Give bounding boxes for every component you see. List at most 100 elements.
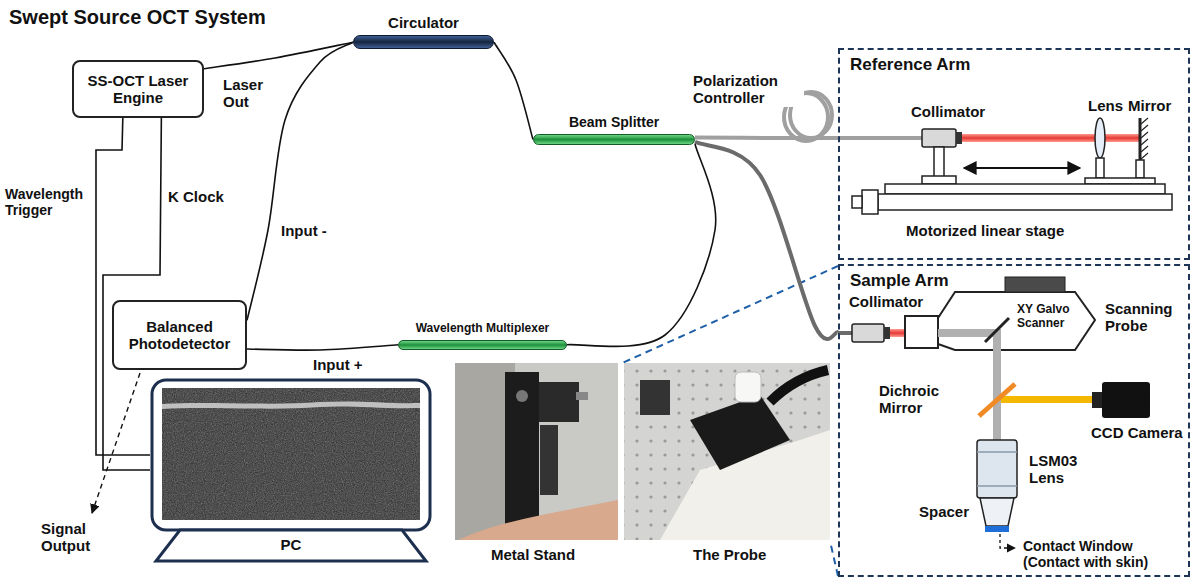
fiber-connector bbox=[247, 345, 398, 350]
edge-label: Input + bbox=[312, 356, 364, 373]
part-label: Signal Output bbox=[40, 520, 112, 555]
shape-rect bbox=[576, 392, 588, 400]
laser-engine-box: SS-OCT Laser Engine bbox=[72, 60, 204, 118]
part-label: XY Galvo Scanner bbox=[1016, 303, 1080, 331]
fiber-connector bbox=[567, 144, 716, 346]
shape-rect bbox=[885, 184, 1165, 194]
part-label: Contact Window (Contact with skin) bbox=[1022, 538, 1169, 570]
signal-wire bbox=[96, 118, 150, 455]
shape-rect bbox=[934, 147, 944, 178]
node-label: Sample Arm bbox=[850, 271, 949, 291]
circulator-body bbox=[353, 35, 494, 49]
shape-path bbox=[770, 370, 828, 402]
node-label: Wavelength Multiplexer bbox=[398, 322, 567, 336]
shape-rect bbox=[878, 194, 1172, 210]
wavelength-multiplexer: Wavelength Multiplexer bbox=[398, 322, 567, 350]
shape-rect bbox=[1001, 396, 1092, 403]
shape-rect bbox=[540, 425, 558, 495]
shape-rect bbox=[993, 329, 1001, 440]
shape-line bbox=[985, 318, 1009, 342]
part-label: Dichroic Mirror bbox=[878, 382, 975, 417]
shape-line bbox=[620, 266, 838, 364]
shape-rect bbox=[162, 388, 420, 520]
shape-line bbox=[977, 485, 1017, 487]
edge-label: Wavelength Trigger bbox=[4, 186, 92, 218]
shape-rect bbox=[1085, 178, 1155, 184]
shape-rect bbox=[890, 329, 905, 337]
shape-rect bbox=[1005, 277, 1065, 292]
shape-line bbox=[830, 541, 838, 576]
shape-rect bbox=[956, 132, 962, 144]
shape-path bbox=[1000, 534, 1015, 548]
wavelength-multiplexer-body bbox=[398, 340, 567, 350]
beam-splitter: Beam Splitter bbox=[533, 114, 695, 145]
edge-label: Input - bbox=[280, 222, 328, 239]
shape-rect bbox=[624, 363, 830, 540]
probe-photo bbox=[624, 363, 830, 540]
shape-rect bbox=[1096, 158, 1104, 178]
shape-path bbox=[838, 331, 852, 335]
reference-arm-setup bbox=[838, 118, 1172, 214]
node-label: Beam Splitter bbox=[533, 114, 695, 130]
node-label: Circulator bbox=[353, 14, 494, 31]
part-label: Mirror bbox=[1127, 97, 1172, 114]
shape-rect bbox=[735, 372, 761, 402]
shape-rect bbox=[922, 129, 956, 147]
edge-label: K Clock bbox=[167, 188, 225, 205]
shape-line bbox=[979, 384, 1015, 416]
shape-rect bbox=[852, 196, 862, 208]
shape-path bbox=[162, 401, 420, 409]
shape-line bbox=[1139, 118, 1142, 160]
metal-stand-photo bbox=[455, 363, 618, 540]
node-label: PC bbox=[150, 536, 432, 553]
part-label: CCD Camera bbox=[1090, 424, 1184, 441]
fiber-connector bbox=[204, 42, 353, 68]
part-label: The Probe bbox=[692, 546, 767, 563]
photodetector-box: Balanced Photodetector bbox=[112, 300, 247, 370]
edge-label: Laser Out bbox=[222, 76, 272, 111]
shape-rect bbox=[152, 380, 430, 530]
shape-rect bbox=[162, 388, 420, 520]
circulator: Circulator bbox=[353, 14, 494, 49]
signal-wire bbox=[103, 118, 161, 470]
shape-circle bbox=[516, 390, 528, 402]
shape-line bbox=[964, 167, 1080, 169]
shape-rect bbox=[640, 380, 670, 415]
shape-path bbox=[458, 500, 618, 540]
shape-rect bbox=[862, 190, 878, 214]
sample-fiber bbox=[695, 142, 838, 339]
shape-rect bbox=[905, 316, 938, 348]
part-label: Collimator bbox=[848, 293, 924, 310]
part-label: Spacer bbox=[918, 503, 970, 520]
shape-rect bbox=[962, 134, 1139, 142]
shape-rect bbox=[539, 382, 579, 422]
shape-rect bbox=[977, 440, 1017, 498]
node-label: Reference Arm bbox=[850, 55, 970, 75]
part-label: Polarization Controller bbox=[692, 72, 804, 107]
shape-path bbox=[1141, 118, 1148, 159]
shape-rect bbox=[1092, 392, 1102, 408]
shape-rect bbox=[852, 324, 884, 342]
part-label: Lens bbox=[1087, 97, 1124, 114]
part-label: Motorized linear stage bbox=[905, 222, 1065, 239]
part-label: Collimator bbox=[910, 103, 986, 120]
shape-ellipse bbox=[1095, 118, 1105, 158]
pc-node: PC bbox=[150, 378, 432, 563]
shape-rect bbox=[455, 363, 618, 540]
shape-rect bbox=[1102, 382, 1150, 418]
pc-monitor bbox=[152, 380, 430, 561]
shape-polygon bbox=[690, 395, 790, 470]
node-label: Balanced Photodetector bbox=[120, 318, 239, 353]
shape-rect bbox=[884, 327, 890, 339]
beam-splitter-body bbox=[533, 134, 695, 145]
zoom-lines bbox=[620, 266, 838, 576]
reference-fiber bbox=[695, 135, 838, 140]
shape-rect bbox=[1136, 160, 1144, 178]
shape-rect bbox=[922, 176, 956, 184]
part-label: LSM03 Lens bbox=[1028, 452, 1092, 487]
shape-rect bbox=[505, 372, 539, 532]
shape-path bbox=[838, 136, 922, 140]
diagram-title: Swept Source OCT System bbox=[8, 6, 267, 29]
shape-polygon bbox=[980, 498, 1014, 526]
